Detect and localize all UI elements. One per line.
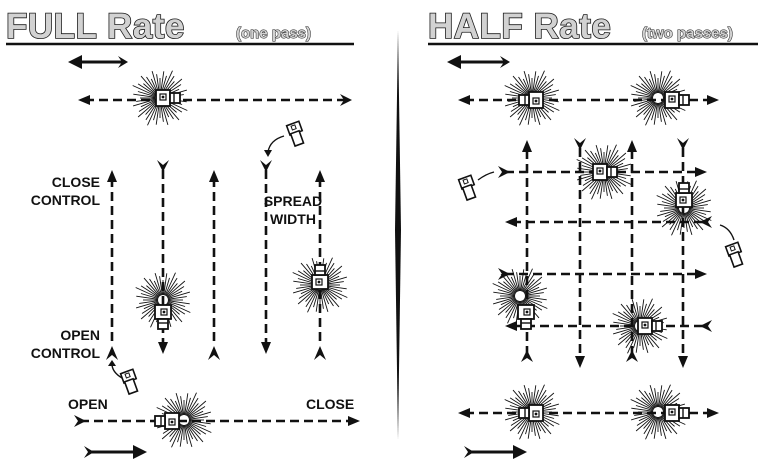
spreader-icon [675,182,693,208]
full-rate-title: FULL Rate [6,7,185,46]
close-control-label-1: CLOSE [52,174,100,190]
spreader-icon [154,304,172,330]
spreader-icon [518,404,544,422]
spreader-icon [664,404,690,422]
spreader-icon [155,89,181,107]
spreader-icon [154,412,180,430]
arrow-right-icon [84,445,147,459]
open-label: OPEN [68,396,108,412]
half-rate-panel [447,55,744,459]
half-rate-title: HALF Rate [428,7,611,46]
divider-line [395,30,401,440]
open-control-label-1: OPEN [60,327,100,343]
open-control-label-2: CONTROL [31,345,101,361]
close-label: CLOSE [306,396,354,412]
spreader-icon [637,317,663,335]
left-header: FULL Rate (one pass) [5,6,354,47]
arrow-left-icon [447,55,510,69]
control-hand-icon [457,174,477,201]
half-rate-subtitle: (two passes) [642,25,733,42]
spread-width-label-2: WIDTH [270,211,316,227]
control-hand-icon [285,120,305,147]
spread-width-label-1: SPREAD [264,193,322,209]
spreader-icon [592,163,618,181]
spreader-icon [311,264,329,290]
spreader-icon [664,91,690,109]
right-header: HALF Rate (two passes) [427,6,758,47]
full-rate-panel: CLOSE CONTROL SPREAD WIDTH OPEN CONTROL … [31,55,360,459]
arrow-left-icon [68,55,128,69]
full-rate-subtitle: (one pass) [236,25,311,42]
control-hand-icon [724,241,744,268]
spreader-icon [518,91,544,109]
close-control-label-2: CONTROL [31,192,101,208]
arrow-right-icon [464,445,527,459]
control-hand-icon [119,368,139,395]
spreader-icon [517,304,535,330]
